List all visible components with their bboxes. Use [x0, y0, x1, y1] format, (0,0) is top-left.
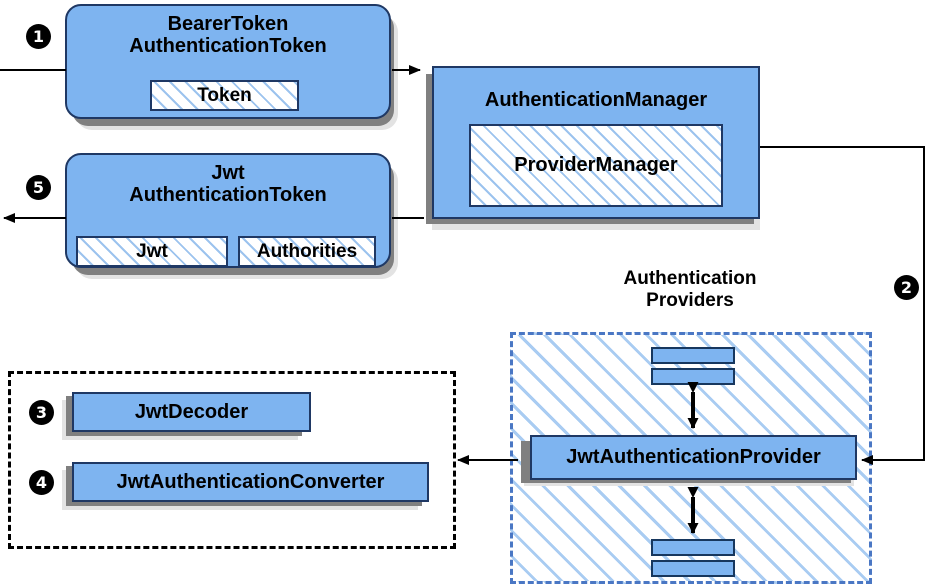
field-authorities: Authorities: [238, 236, 376, 267]
node-jwt-decoder-title: JwtDecoder: [134, 400, 249, 423]
field-jwt: Jwt: [76, 236, 228, 267]
provider-stack-bar-bottom-2: [651, 560, 735, 577]
node-authentication-manager-title: AuthenticationManager: [484, 89, 708, 111]
node-jwt-decoder[interactable]: JwtDecoder: [72, 392, 311, 432]
provider-stack-bar-top-2: [651, 368, 735, 385]
step-badge-5: 5: [26, 175, 51, 200]
node-jwt-authentication-provider-title: JwtAuthenticationProvider: [566, 446, 821, 469]
node-jwt-authentication-converter[interactable]: JwtAuthenticationConverter: [72, 462, 429, 502]
field-token: Token: [150, 80, 299, 111]
provider-stack-bar-top-1: [651, 347, 735, 364]
step-badge-2: 2: [894, 275, 919, 300]
jwt-support-group: [8, 371, 456, 549]
provider-stack-bar-bottom-1: [651, 539, 735, 556]
field-provider-manager: ProviderManager: [469, 124, 723, 207]
node-bearer-token-title: BearerToken AuthenticationToken: [129, 13, 327, 58]
step-badge-4: 4: [29, 470, 54, 495]
node-jwt-authentication-provider[interactable]: JwtAuthenticationProvider: [530, 435, 857, 480]
node-jwt-token-title: Jwt AuthenticationToken: [129, 162, 327, 207]
authentication-providers-label: Authentication Providers: [623, 268, 757, 311]
step-badge-3: 3: [29, 400, 54, 425]
node-jwt-authentication-converter-title: JwtAuthenticationConverter: [116, 470, 385, 493]
step-badge-1: 1: [26, 24, 51, 49]
